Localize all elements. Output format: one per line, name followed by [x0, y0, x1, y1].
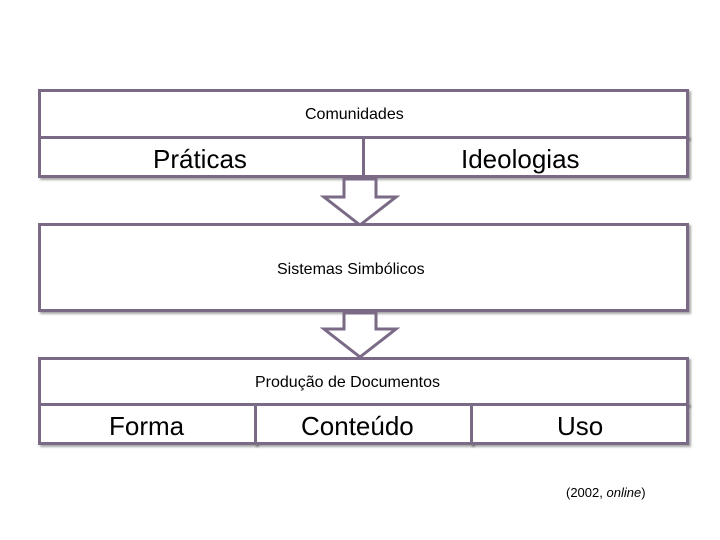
down-arrow-2	[319, 311, 401, 359]
down-arrow-1	[319, 177, 401, 227]
producao-documentos-label: Produção de Documentos	[255, 374, 440, 391]
producao-documentos-box: Produção de Documentos	[38, 357, 689, 406]
forma-cell: Forma	[38, 403, 257, 445]
citation-close: )	[641, 485, 646, 500]
sistemas-simbolicos-label: Sistemas Simbólicos	[277, 261, 425, 278]
citation-year: (2002,	[566, 485, 607, 500]
comunidades-box: Comunidades	[38, 89, 689, 139]
uso-label: Uso	[557, 411, 604, 441]
uso-cell: Uso	[470, 403, 689, 445]
comunidades-label: Comunidades	[305, 106, 404, 123]
citation-online: online	[606, 485, 642, 500]
sistemas-simbolicos-box: Sistemas Simbólicos	[38, 223, 689, 312]
praticas-cell: Práticas	[38, 136, 365, 178]
ideologias-label: Ideologias	[461, 144, 580, 174]
forma-label: Forma	[109, 411, 185, 441]
citation: (2002, online)	[566, 485, 646, 500]
praticas-label: Práticas	[153, 144, 247, 174]
conteudo-label: Conteúdo	[301, 411, 414, 441]
ideologias-cell: Ideologias	[362, 136, 689, 178]
conteudo-cell: Conteúdo	[254, 403, 473, 445]
